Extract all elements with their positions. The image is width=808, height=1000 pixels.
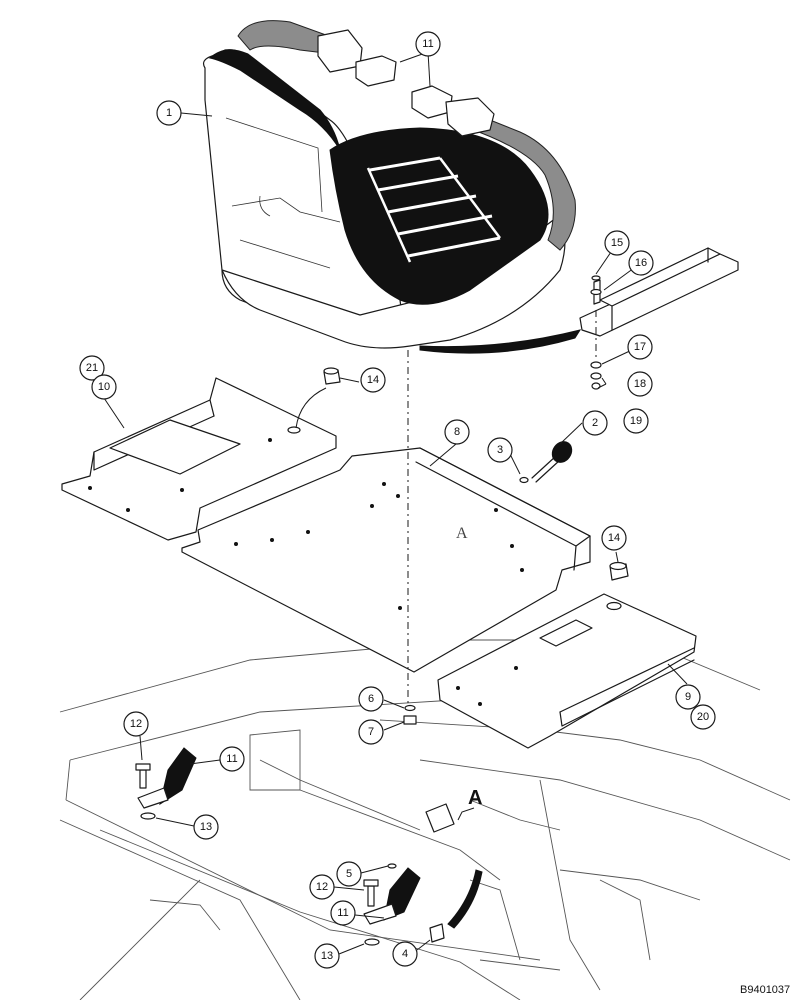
callout-13-right: 13 bbox=[314, 943, 340, 969]
left-seat-plate bbox=[61, 377, 337, 541]
nut-right bbox=[609, 561, 629, 581]
svg-text:11: 11 bbox=[226, 753, 237, 765]
callout-15: 15 bbox=[604, 230, 630, 256]
lower-belt-mount-right bbox=[363, 867, 421, 946]
svg-text:11: 11 bbox=[337, 907, 348, 919]
svg-text:1: 1 bbox=[166, 107, 172, 119]
svg-text:13: 13 bbox=[321, 950, 333, 962]
callout-12-right: 12 bbox=[309, 874, 335, 900]
view-marker-ghost: A bbox=[456, 525, 468, 542]
nut-upper bbox=[323, 367, 341, 385]
seat-mounting-bracket bbox=[579, 247, 739, 390]
svg-text:16: 16 bbox=[635, 257, 647, 269]
svg-text:9: 9 bbox=[685, 691, 691, 703]
callout-17: 17 bbox=[627, 334, 653, 360]
callout-2: 2 bbox=[582, 410, 608, 436]
callout-3: 3 bbox=[487, 437, 513, 463]
washer-and-nut bbox=[403, 704, 417, 725]
callout-4: 4 bbox=[392, 941, 418, 967]
svg-text:11: 11 bbox=[422, 38, 433, 50]
callout-12-left: 12 bbox=[123, 711, 149, 737]
svg-text:2: 2 bbox=[592, 417, 598, 429]
callout-13-left: 13 bbox=[193, 814, 219, 840]
svg-text:3: 3 bbox=[497, 444, 503, 456]
svg-text:13: 13 bbox=[200, 821, 212, 833]
callout-10: 10 bbox=[91, 374, 117, 400]
callout-9: 9 bbox=[675, 684, 701, 710]
seat-belt bbox=[237, 20, 576, 251]
svg-text:10: 10 bbox=[98, 381, 110, 393]
svg-text:5: 5 bbox=[346, 868, 352, 880]
svg-text:14: 14 bbox=[608, 532, 620, 544]
callout-8: 8 bbox=[444, 419, 470, 445]
svg-text:19: 19 bbox=[630, 415, 642, 427]
callout-11-upper: 11 bbox=[415, 31, 441, 57]
callout-11-left: 11 bbox=[219, 746, 245, 772]
callout-1: 1 bbox=[156, 100, 182, 126]
right-seat-plate bbox=[437, 593, 697, 749]
lower-cap bbox=[429, 923, 445, 943]
callout-14-upper: 14 bbox=[360, 367, 386, 393]
callout-20: 20 bbox=[690, 704, 716, 730]
frame-bracket bbox=[425, 803, 483, 929]
adjustment-knob bbox=[519, 441, 573, 484]
svg-text:7: 7 bbox=[368, 726, 374, 738]
svg-text:18: 18 bbox=[634, 378, 646, 390]
svg-text:20: 20 bbox=[697, 711, 709, 723]
lower-washer bbox=[387, 863, 397, 869]
machine-frame bbox=[59, 639, 791, 1000]
callout-19: 19 bbox=[623, 408, 649, 434]
main-seat-plate bbox=[181, 447, 591, 673]
callout-16: 16 bbox=[628, 250, 654, 276]
svg-text:12: 12 bbox=[316, 881, 328, 893]
figure-reference-code: B9401037 bbox=[740, 984, 790, 996]
svg-text:21: 21 bbox=[86, 362, 98, 374]
callout-6: 6 bbox=[358, 686, 384, 712]
svg-text:12: 12 bbox=[130, 718, 142, 730]
callout-7: 7 bbox=[358, 719, 384, 745]
seat-cushion bbox=[202, 49, 582, 354]
svg-text:15: 15 bbox=[611, 237, 623, 249]
callout-11-right: 11 bbox=[330, 900, 356, 926]
callout-5: 5 bbox=[336, 861, 362, 887]
svg-text:17: 17 bbox=[634, 341, 646, 353]
callout-18: 18 bbox=[627, 371, 653, 397]
callout-21: 21 bbox=[79, 355, 105, 381]
svg-text:14: 14 bbox=[367, 374, 379, 386]
lower-belt-mount-left bbox=[135, 747, 197, 820]
svg-text:8: 8 bbox=[454, 426, 460, 438]
view-marker: A bbox=[468, 787, 482, 809]
svg-text:4: 4 bbox=[402, 948, 408, 960]
svg-text:6: 6 bbox=[368, 693, 374, 705]
view-marker-arrow bbox=[457, 807, 475, 821]
callout-14-right: 14 bbox=[601, 525, 627, 551]
